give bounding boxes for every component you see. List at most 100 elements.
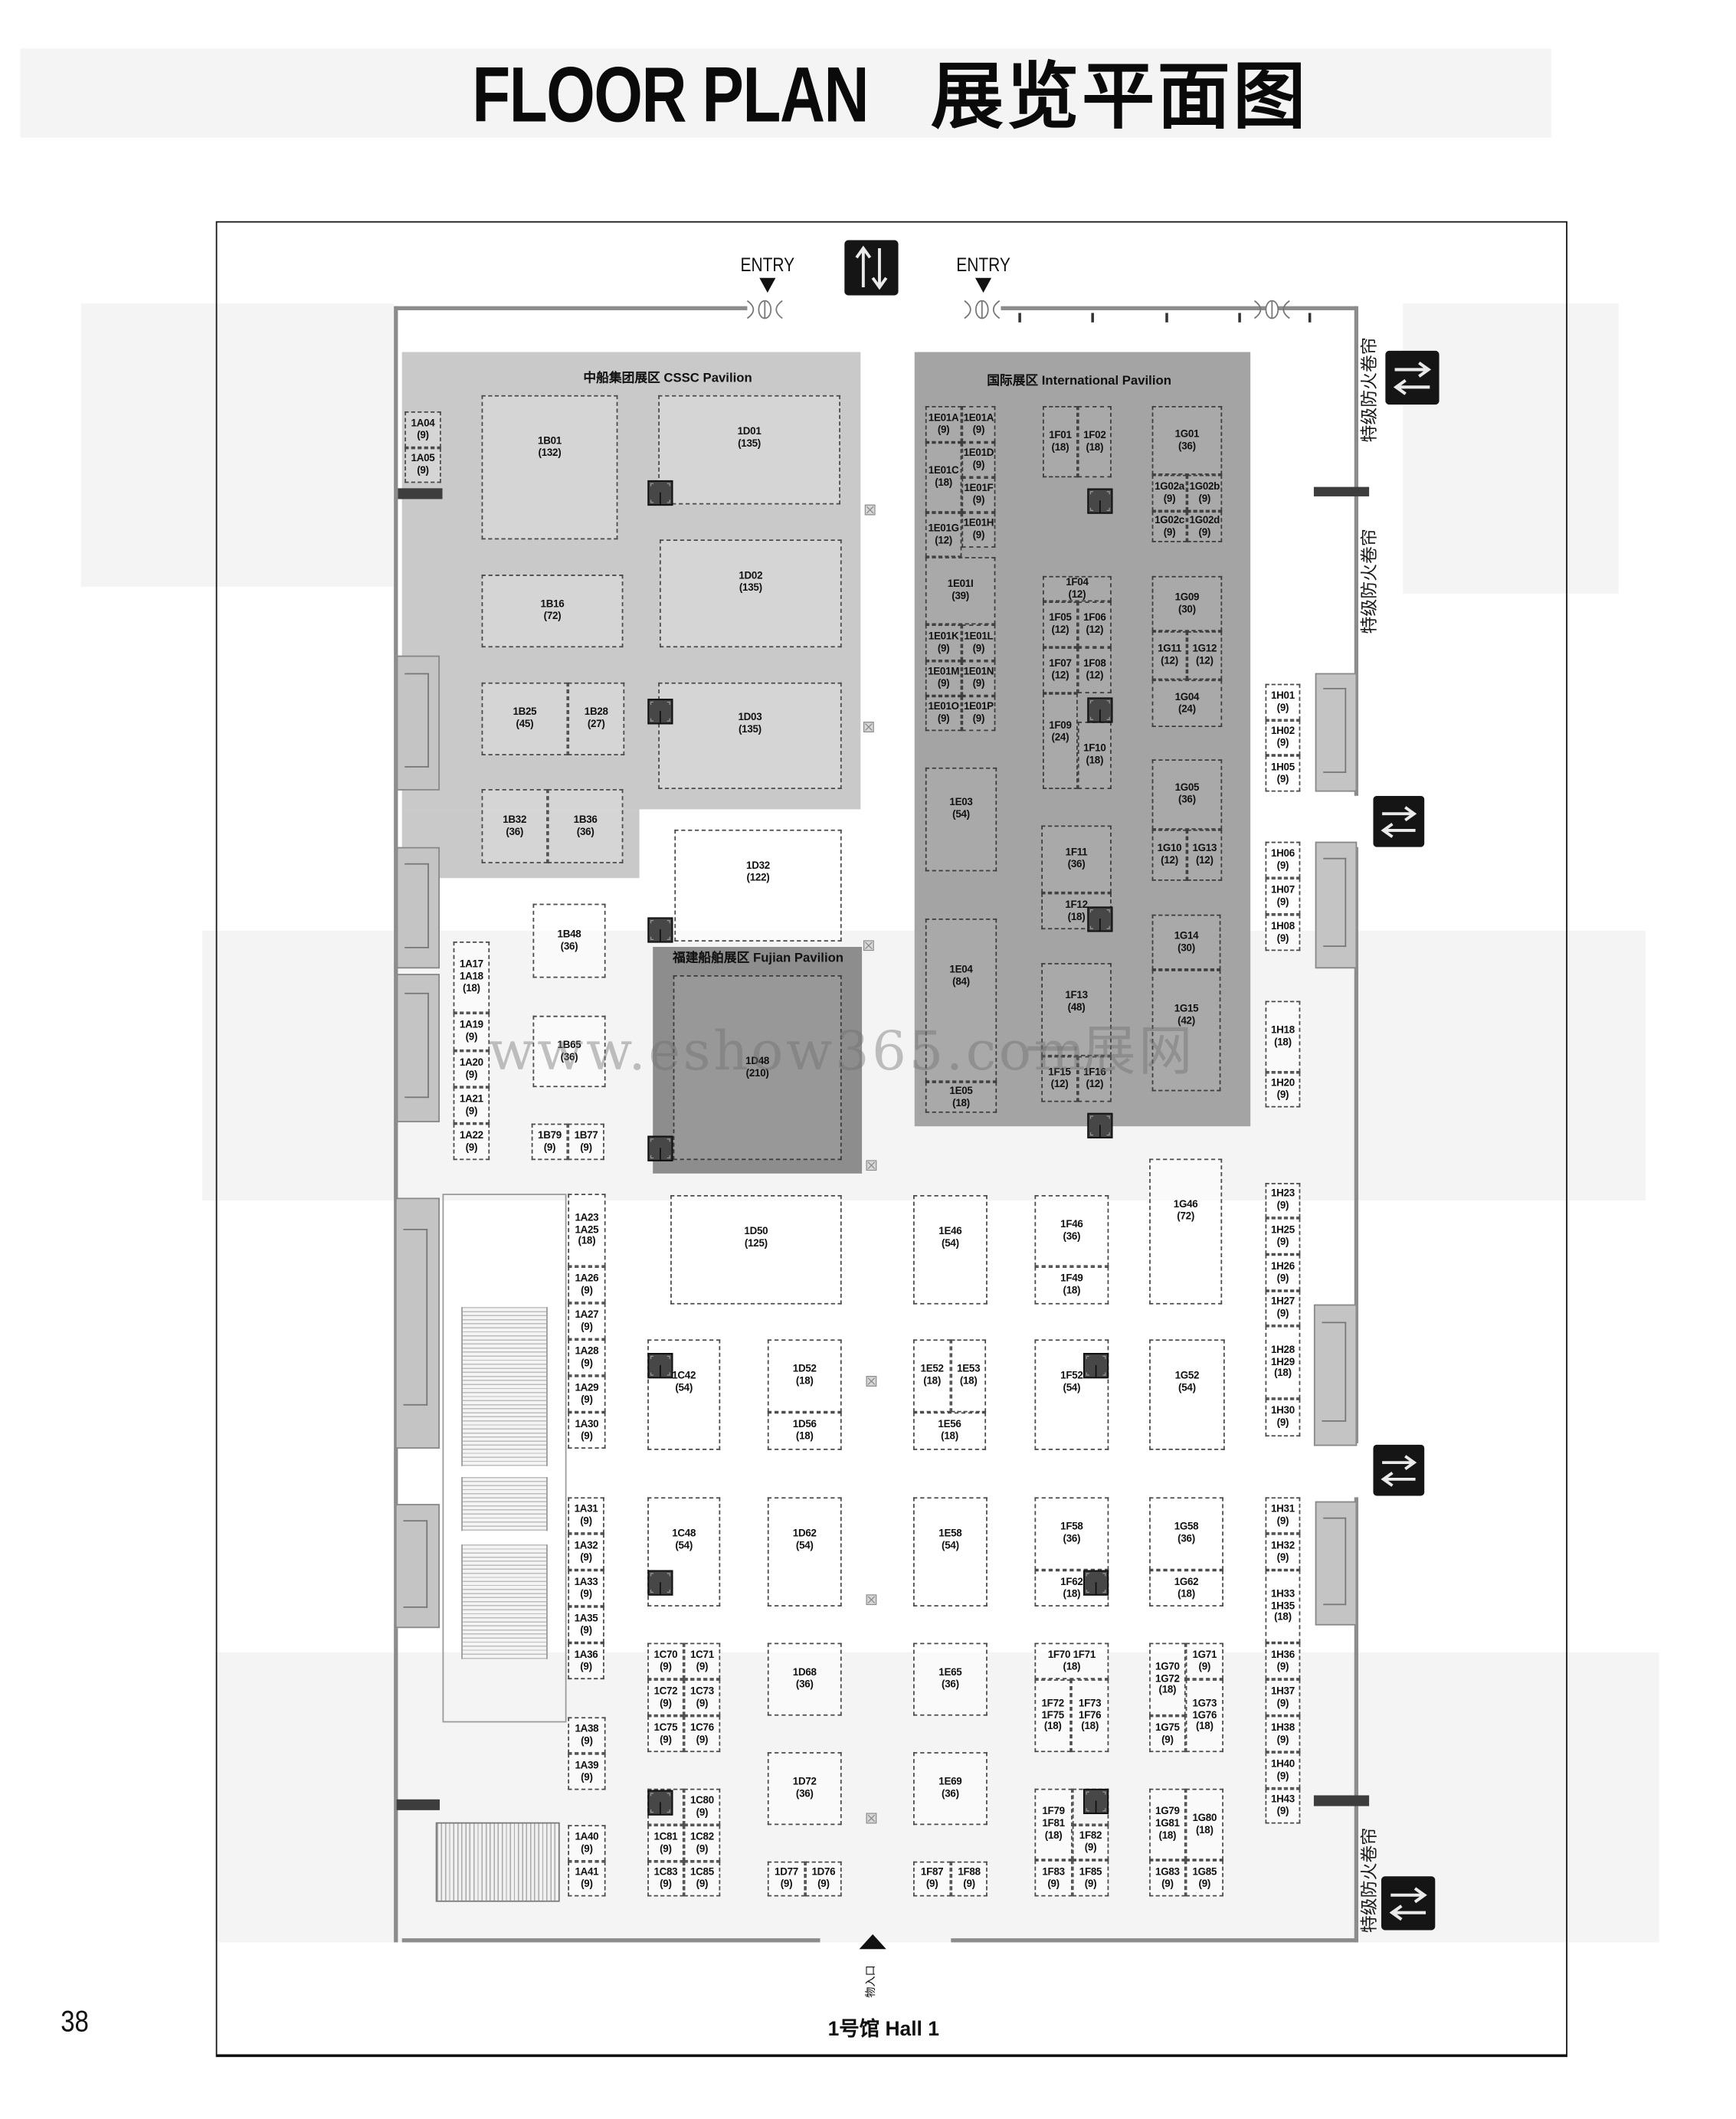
booth-size: (9) [660, 1696, 672, 1708]
booth-1d32: 1D32(122) [674, 829, 842, 942]
booth-code: 1D68 [792, 1665, 817, 1678]
booth-size: (9) [696, 1696, 709, 1708]
booth-code: 1B79 [538, 1128, 562, 1141]
booth-code: 1A40 [575, 1829, 599, 1842]
booth-code: 1G02a [1155, 480, 1184, 493]
booth-size: (54) [1178, 1380, 1196, 1394]
booth-code: 1H29 [1270, 1354, 1295, 1367]
booth-code: 1A41 [575, 1865, 599, 1878]
stairwell [1313, 1304, 1358, 1446]
elevator-icon [647, 699, 673, 725]
booth-code: 1D02 [739, 569, 763, 581]
booth-code: 1G62 [1174, 1575, 1199, 1587]
booth-code: 1H05 [1270, 760, 1295, 773]
elevator-icon [1087, 488, 1113, 514]
booth-1a20: 1A20(9) [453, 1050, 490, 1088]
booth-size: (54) [795, 1538, 814, 1551]
booth-1g02c: 1G02c(9) [1151, 511, 1187, 542]
booth-1f06: 1F06(12) [1077, 601, 1112, 648]
booth-code: 1F88 [958, 1865, 981, 1878]
booth-size: (36) [576, 824, 594, 837]
column-icon [866, 1587, 877, 1606]
booth-size: (72) [543, 609, 562, 622]
column-icon [866, 1806, 877, 1824]
booth-size: (18) [1158, 1683, 1177, 1696]
booth-size: (9) [1276, 931, 1289, 944]
booth-1h25: 1H25(9) [1265, 1217, 1301, 1255]
booth-size: (36) [506, 824, 524, 837]
entry-label-west: ENTRY [740, 254, 795, 276]
booth-size: (18) [1051, 440, 1069, 453]
booth-size: (9) [465, 1140, 478, 1153]
map-frame [215, 221, 1567, 2058]
booth-size: (9) [1198, 491, 1211, 504]
escalator [461, 1544, 548, 1659]
booth-1c80: 1C80(9) [683, 1788, 721, 1826]
booth-1e01m: 1E01M(9) [925, 660, 962, 696]
booth-1b01: 1B01(132) [481, 395, 618, 540]
booth-1g14: 1G14(30) [1151, 914, 1221, 970]
booth-code: 1F83 [1042, 1865, 1065, 1878]
booth-code: 1G01 [1174, 427, 1200, 440]
wall-top-west [395, 306, 748, 310]
booth-1e01l: 1E01L(9) [961, 624, 996, 661]
booth-1b48: 1B48(36) [532, 903, 606, 978]
booth-1e01i: 1E01I(39) [925, 557, 996, 625]
booth-size: (48) [1067, 1000, 1086, 1013]
booth-code: 1H30 [1270, 1404, 1295, 1417]
booth-size: (18) [1178, 1587, 1195, 1600]
booth-size: (18) [1063, 1587, 1081, 1600]
stairwell [396, 655, 440, 791]
booth-size: (9) [581, 1356, 593, 1369]
booth-size: (9) [1084, 1877, 1097, 1889]
booth-size: (9) [1276, 1732, 1289, 1745]
booth-code: 1E53 [957, 1362, 981, 1375]
booth-code: 1F76 [1078, 1708, 1102, 1721]
booth-code: 1E01D [963, 447, 994, 460]
booth-size: (9) [660, 1877, 672, 1890]
booth-1a04: 1A04(9) [405, 411, 441, 448]
booth-code: 1H25 [1270, 1223, 1295, 1236]
booth-code: 1F01 [1049, 428, 1072, 441]
booth-size: (9) [937, 422, 950, 435]
elevator-icon [647, 917, 673, 943]
booth-code: 1B36 [573, 813, 598, 826]
booth-1f11: 1F11(36) [1041, 825, 1112, 893]
fire-shutter-label: 特级防火卷帘 [1360, 337, 1381, 443]
booth-code: 1G05 [1174, 781, 1200, 794]
booth-1a28: 1A28(9) [568, 1339, 606, 1376]
booth-code: 1A31 [574, 1502, 598, 1515]
booth-size: (12) [1051, 623, 1069, 636]
booth-size: (18) [923, 1374, 942, 1387]
booth-1f13: 1F13(48) [1041, 963, 1112, 1056]
booth-code: 1B65 [557, 1038, 581, 1051]
booth-1e01o: 1E01O(9) [925, 696, 962, 732]
booth-1b77: 1B77(9) [568, 1123, 604, 1161]
booth-1a22: 1A22(9) [453, 1123, 490, 1161]
booth-1h07: 1H07(9) [1265, 878, 1301, 915]
booth-size: (9) [963, 1877, 975, 1890]
elevator-icon [647, 1790, 673, 1816]
booth-size: (18) [1274, 1367, 1292, 1380]
booth-code: 1F07 [1049, 657, 1072, 670]
booth-1e65: 1E65(36) [912, 1642, 988, 1716]
elevator-icon [1083, 1570, 1109, 1596]
booth-code: 1F62 [1060, 1575, 1083, 1587]
booth-code: 1E01I [947, 578, 974, 590]
booth-size: (9) [1163, 525, 1176, 538]
booth-code: 1B28 [584, 706, 608, 719]
booth-1e58: 1E58(54) [912, 1497, 988, 1606]
booth-code: 1C80 [689, 1793, 714, 1806]
booth-1d68: 1D68(36) [767, 1642, 842, 1716]
booth-1f87: 1F87(9) [912, 1861, 952, 1897]
booth-code: 1G80 [1192, 1811, 1217, 1824]
booth-size: (132) [538, 446, 562, 459]
booth-code: 1F16 [1083, 1066, 1106, 1079]
elevator-icon [1083, 1788, 1109, 1815]
booth-code: 1C82 [689, 1829, 714, 1842]
booth-size: (12) [1086, 623, 1104, 636]
booth-code: 1E01K [928, 629, 959, 642]
booth-code: 1F87 [920, 1865, 944, 1878]
booth-1f07: 1F07(12) [1043, 647, 1078, 693]
booth-1b16: 1B16(72) [481, 575, 624, 648]
